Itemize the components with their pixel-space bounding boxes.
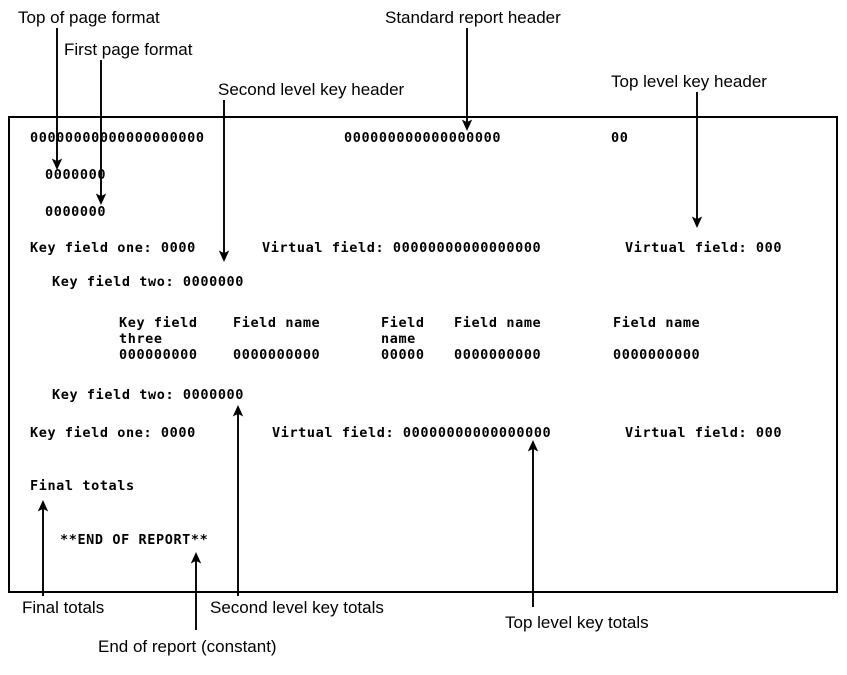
report-line-col-header-1a: Key field [119, 315, 198, 331]
report-line-col-header-3b: name [381, 331, 416, 347]
report-line-key-field-one-top: Key field one: 0000 [30, 240, 196, 256]
report-line-col-header-3a: Field [381, 315, 425, 331]
report-line-data-cell-2: 0000000000 [233, 347, 321, 363]
report-line-col-header-5: Field name [613, 315, 701, 331]
report-line-first-page-line-1: 0000000 [45, 167, 107, 183]
callout-label-second-level-key-totals: Second level key totals [210, 598, 384, 617]
callout-label-standard-report-header: Standard report header [385, 8, 561, 27]
report-line-virtual-field-mid-top: Virtual field: 00000000000000000 [262, 240, 542, 256]
report-line-standard-header-line: 000000000000000000 [344, 130, 502, 146]
report-line-col-header-4: Field name [454, 315, 542, 331]
report-line-col-header-1b: three [119, 331, 163, 347]
report-line-data-cell-5: 0000000000 [613, 347, 701, 363]
report-line-top-level-key-line: 00 [611, 130, 629, 146]
report-line-data-cell-1: 000000000 [119, 347, 198, 363]
report-line-top-of-page-line: 00000000000000000000 [30, 130, 205, 146]
report-line-col-header-2: Field name [233, 315, 321, 331]
callout-label-final-totals: Final totals [22, 598, 105, 617]
callout-label-second-level-key-header: Second level key header [218, 80, 405, 99]
report-line-first-page-line-2: 0000000 [45, 204, 107, 220]
callout-label-first-page-format: First page format [64, 40, 193, 59]
report-line-final-totals-line: Final totals [30, 478, 135, 494]
report-line-key-field-one-bottom: Key field one: 0000 [30, 425, 196, 441]
report-line-data-cell-3: 00000 [381, 347, 425, 363]
report-line-end-of-report-line: **END OF REPORT** [60, 532, 209, 548]
report-frame-box [8, 116, 838, 593]
callout-label-top-level-key-totals: Top level key totals [505, 613, 649, 632]
report-line-key-field-two-top: Key field two: 0000000 [52, 274, 245, 290]
report-line-virtual-field-mid-bottom: Virtual field: 00000000000000000 [272, 425, 552, 441]
report-line-virtual-field-right-bottom: Virtual field: 000 [625, 425, 783, 441]
report-line-virtual-field-right-top: Virtual field: 000 [625, 240, 783, 256]
callout-label-top-level-key-header: Top level key header [611, 72, 767, 91]
callout-label-end-of-report-constant: End of report (constant) [98, 637, 277, 656]
report-line-data-cell-4: 0000000000 [454, 347, 542, 363]
report-line-key-field-two-bottom: Key field two: 0000000 [52, 387, 245, 403]
callout-label-top-of-page-format: Top of page format [18, 8, 160, 27]
